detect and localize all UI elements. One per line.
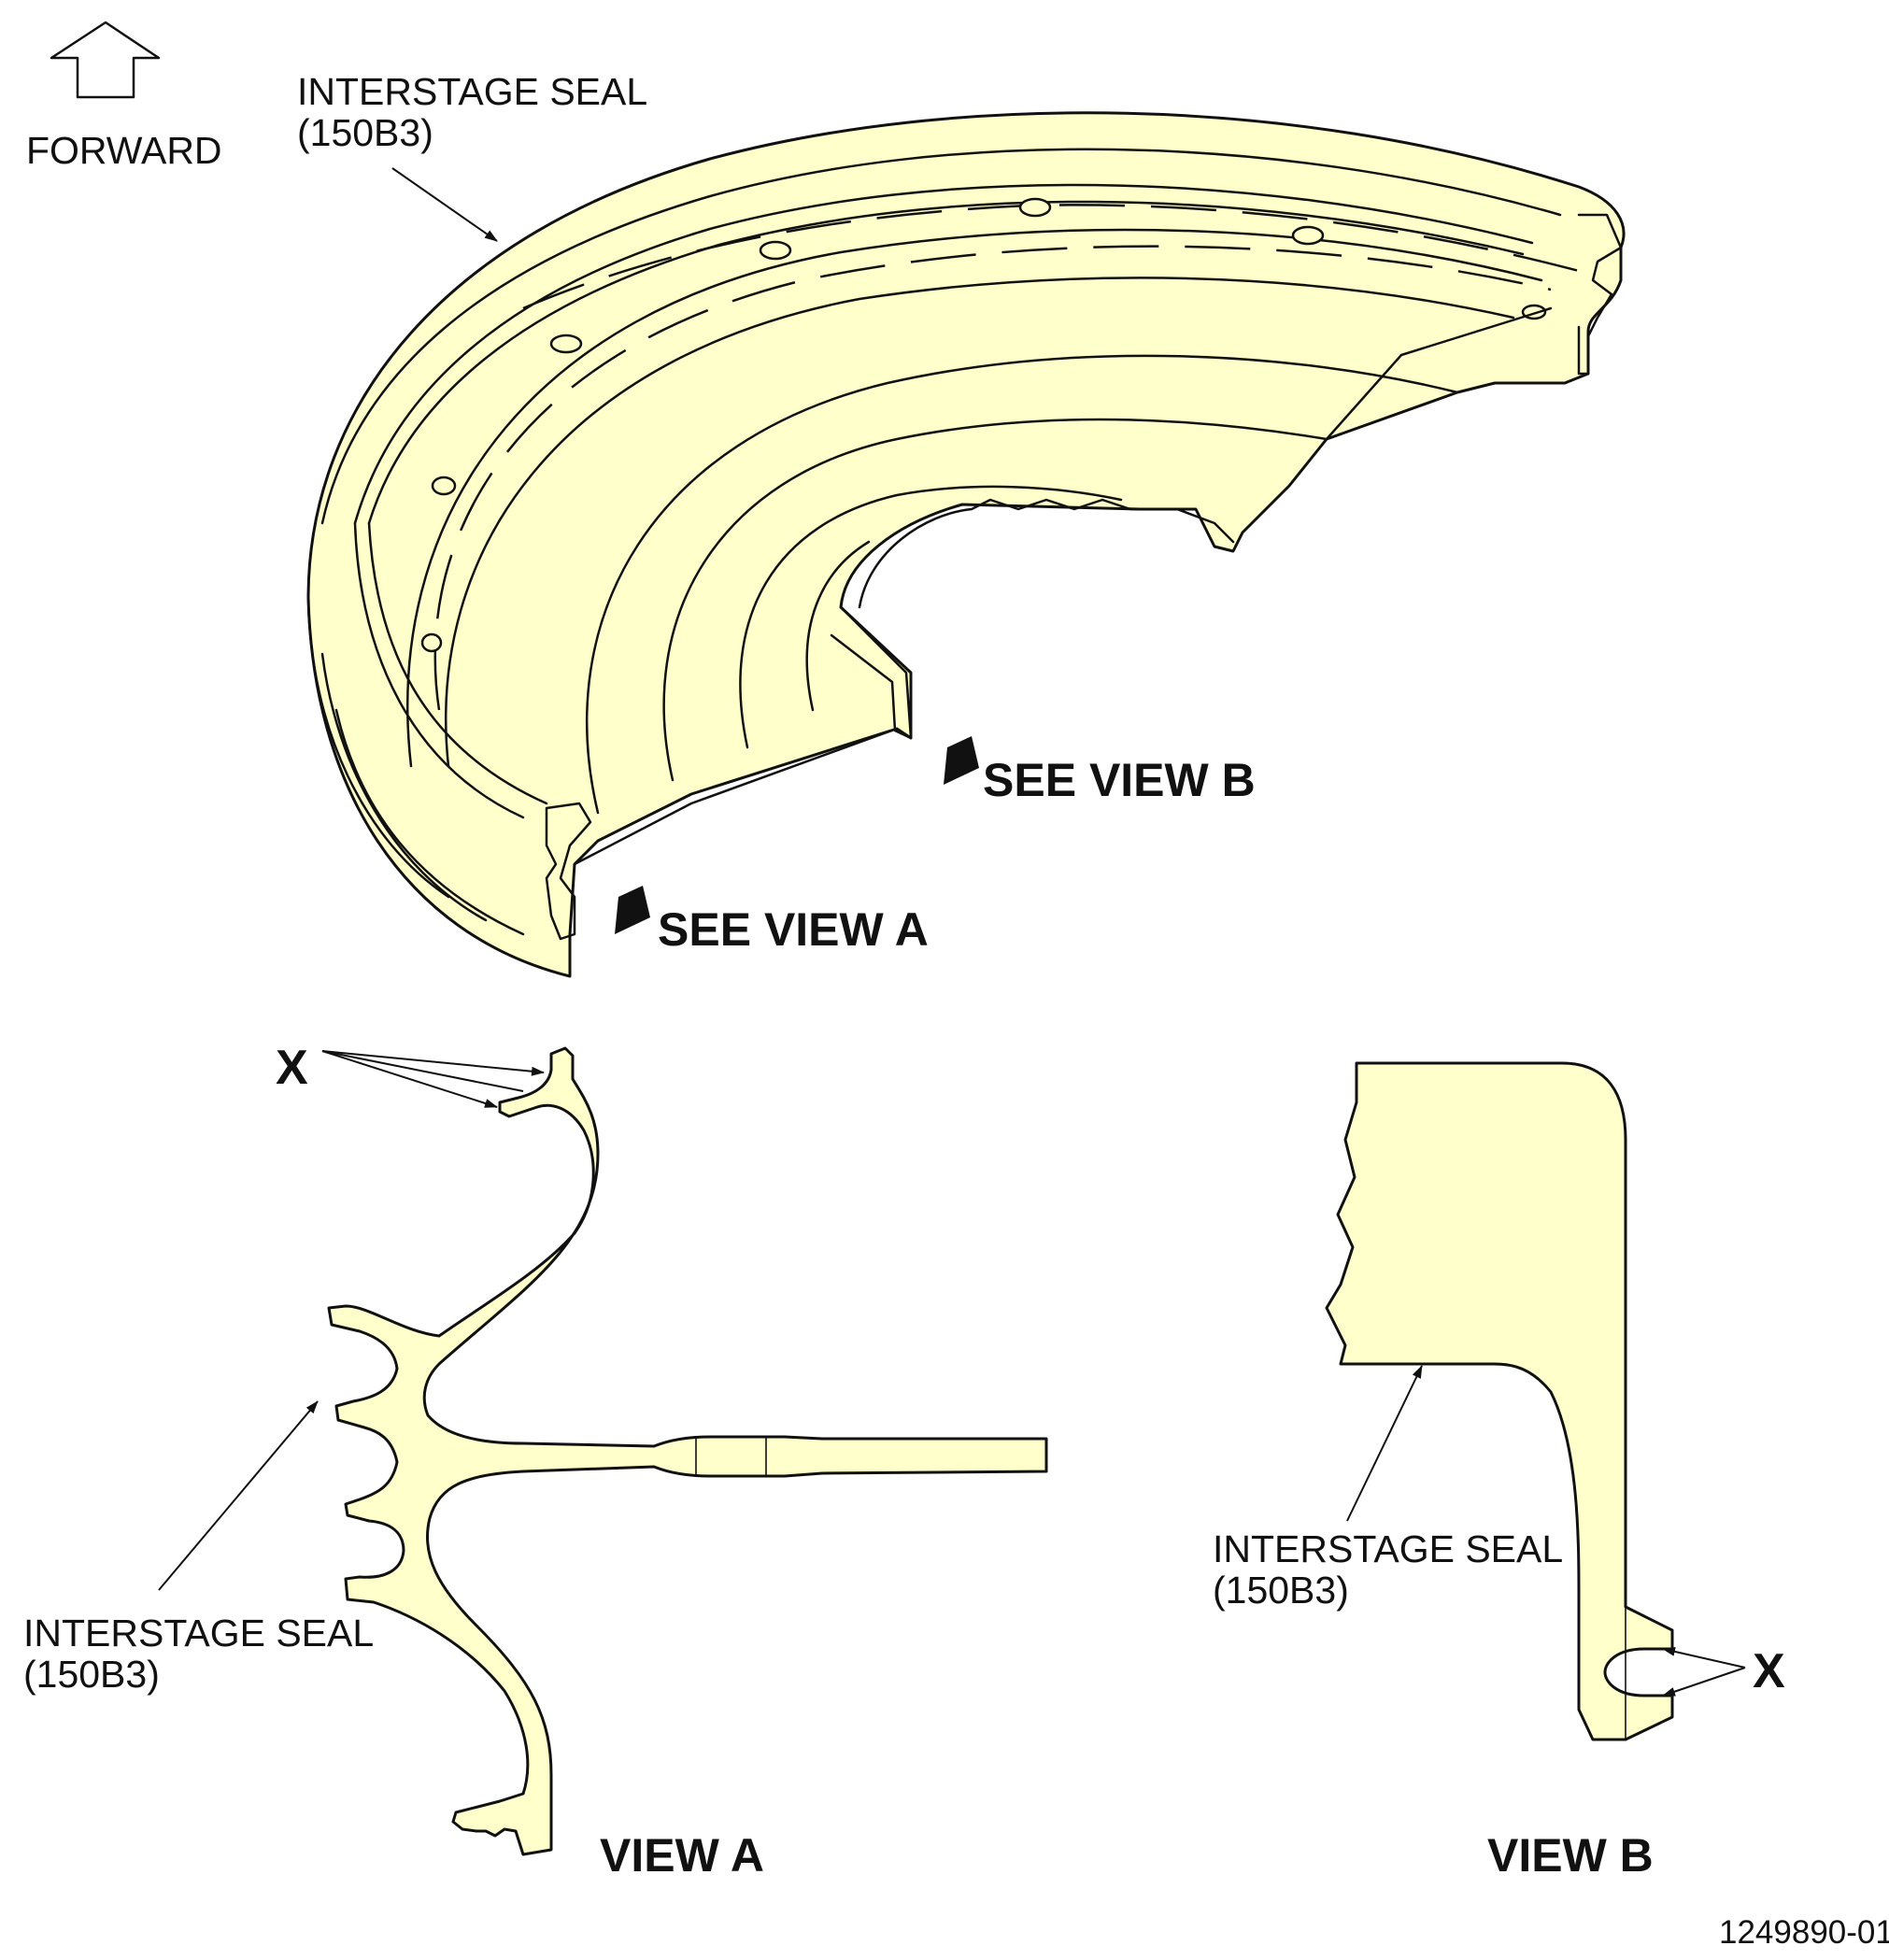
view-a-label-leader <box>158 1400 319 1591</box>
scallop-edge <box>858 498 1235 609</box>
main-label-leader <box>391 167 498 242</box>
interstage-seal-isometric: INTERSTAGE SEAL (150B3) SEE VIEW B SEE V… <box>297 70 1626 978</box>
x-leader <box>321 1050 545 1076</box>
bolt-hole <box>759 240 792 261</box>
rim-line <box>320 652 488 922</box>
view-b-pointer-icon <box>944 736 979 785</box>
bolt-circle <box>433 245 1552 711</box>
main-part-label-line2: (150B3) <box>297 111 433 154</box>
flange-ring <box>739 485 1123 749</box>
forward-label: FORWARD <box>26 129 222 172</box>
view-a-pointer-icon <box>615 886 650 934</box>
rim-line <box>367 521 548 805</box>
bolt-hole <box>431 476 457 496</box>
bolt-hole <box>1018 197 1052 218</box>
section-web <box>1325 306 1553 441</box>
flange-ring <box>662 418 1328 782</box>
flange-ring <box>805 540 871 712</box>
view-b-detail: X INTERSTAGE SEAL (150B3) VIEW B <box>1213 1061 1785 1882</box>
rim-line <box>320 148 1562 525</box>
bolt-hole <box>420 632 443 653</box>
section-profile-b <box>830 605 913 740</box>
up-arrow-icon <box>50 21 161 99</box>
view-b-part-label-line1: INTERSTAGE SEAL <box>1213 1527 1563 1570</box>
view-a-profile <box>327 1046 1048 1856</box>
section-web <box>573 727 899 866</box>
rim-line <box>306 596 450 899</box>
rim-line <box>367 200 1525 525</box>
view-a-part-label-line2: (150B3) <box>23 1653 160 1696</box>
see-view-b-callout: SEE VIEW B <box>983 754 1256 806</box>
bolt-hole <box>549 334 583 354</box>
x-leader <box>1662 1647 1746 1669</box>
view-a-part-label-line1: INTERSTAGE SEAL <box>23 1612 374 1655</box>
view-b-profile <box>1325 1061 1674 1741</box>
see-view-a-callout: SEE VIEW A <box>658 903 929 956</box>
forward-indicator: FORWARD <box>26 21 222 172</box>
view-b-label-leader <box>1346 1365 1423 1522</box>
section-profile-a <box>545 802 592 941</box>
rim-line <box>353 521 525 819</box>
flange-ring <box>585 354 1459 815</box>
rim-line <box>353 183 1534 525</box>
x-leader <box>1662 1667 1746 1697</box>
view-a-title: VIEW A <box>600 1829 764 1882</box>
figure-number: 1249890-01 <box>1719 1914 1889 1951</box>
view-b-x-marker: X <box>1753 1644 1785 1698</box>
bolt-hole <box>1291 225 1325 246</box>
x-leader <box>321 1050 524 1092</box>
main-part-label-line1: INTERSTAGE SEAL <box>297 70 647 113</box>
rim-line <box>334 708 525 936</box>
x-leader <box>321 1050 498 1108</box>
section-profile-c <box>1577 213 1623 376</box>
view-a-x-marker: X <box>276 1041 308 1095</box>
view-a-section: X INTERSTAGE SEAL (150B3) VIEW A <box>23 1041 1048 1882</box>
view-b-part-label-line2: (150B3) <box>1213 1569 1349 1612</box>
view-b-title: VIEW B <box>1487 1829 1654 1882</box>
seal-body <box>306 111 1626 978</box>
flange-ring <box>445 277 1515 768</box>
